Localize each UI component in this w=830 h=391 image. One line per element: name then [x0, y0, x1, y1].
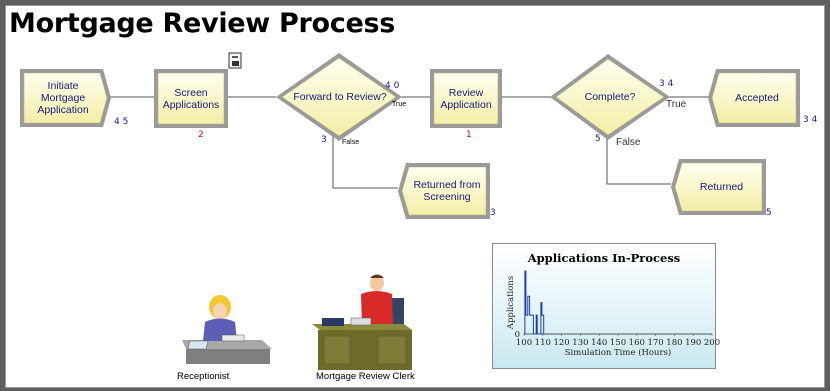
review-count: 1: [466, 130, 472, 140]
flowchart: [20, 52, 800, 370]
complete-decision[interactable]: [550, 54, 670, 140]
complete-false-count: 5: [595, 134, 601, 144]
receptionist-label: Receptionist: [177, 371, 230, 382]
x-tick-label: 150: [610, 338, 626, 348]
x-tick-label: 140: [591, 338, 607, 348]
review-application-module[interactable]: [430, 69, 502, 128]
x-tick-label: 170: [647, 338, 663, 348]
initiate-count: 4 5: [114, 117, 129, 127]
y-axis-label: Applications: [506, 276, 516, 330]
screen-applications-module[interactable]: [154, 69, 228, 128]
returned-label: Returned: [699, 181, 744, 193]
returned-from-screening-label: Returned from Screening: [413, 179, 481, 203]
forward-true-count: 4 0: [385, 81, 400, 91]
x-tick-label: 160: [629, 338, 645, 348]
returned-module[interactable]: [671, 159, 766, 215]
plot-title: Applications In-Process: [527, 251, 681, 265]
complete-true-count: 3 4: [659, 79, 674, 89]
review-label: Review Application: [440, 86, 492, 111]
returned-from-screening-module[interactable]: [398, 163, 490, 219]
x-tick-label: 180: [666, 338, 682, 348]
forward-false-count: 3: [321, 135, 327, 145]
screen-label: Screen Applications: [162, 86, 220, 111]
mortgage-review-clerk-label: Mortgage Review Clerk: [316, 371, 415, 382]
series-line-0: [524, 270, 545, 335]
y-tick-label: 0: [515, 330, 520, 340]
accepted-module[interactable]: [708, 69, 800, 127]
model-window: Mortgage Review Process: [5, 5, 825, 388]
connector-complete-returned[interactable]: [606, 134, 671, 185]
page-title: Mortgage Review Process: [9, 8, 396, 39]
mortgage-review-clerk-picture: [312, 274, 412, 370]
returned-from-screening-count: 3: [490, 208, 496, 218]
connector-forward-returned-screening[interactable]: [332, 134, 398, 189]
complete-false-label: False: [616, 137, 641, 148]
initiate-label: Initiate Mortgage Application: [37, 80, 89, 116]
x-tick-label: 190: [685, 338, 701, 348]
forward-true-label: True: [392, 101, 407, 108]
accepted-label: Accepted: [735, 92, 779, 104]
x-tick-label: 110: [535, 338, 551, 348]
forward-false-label: False: [342, 139, 360, 146]
x-axis-label: Simulation Time (Hours): [565, 347, 672, 358]
complete-label: Complete?: [584, 91, 636, 103]
initiate-mortgage-application-module[interactable]: [20, 69, 111, 127]
accepted-count: 3 4: [803, 115, 818, 125]
resource-picture-icon[interactable]: [228, 52, 242, 69]
receptionist-picture: [182, 295, 272, 364]
connectors: [110, 96, 709, 189]
x-tick-label: 120: [553, 338, 569, 348]
screen-count: 2: [198, 130, 204, 140]
forward-label: Forward to Review?: [293, 91, 387, 103]
returned-count: 5: [766, 208, 772, 218]
x-tick-label: 130: [572, 338, 588, 348]
forward-to-review-decision[interactable]: [276, 53, 402, 141]
complete-true-label: True: [666, 99, 687, 110]
x-tick-label: 200: [704, 338, 720, 348]
x-tick-label: 100: [516, 338, 532, 348]
